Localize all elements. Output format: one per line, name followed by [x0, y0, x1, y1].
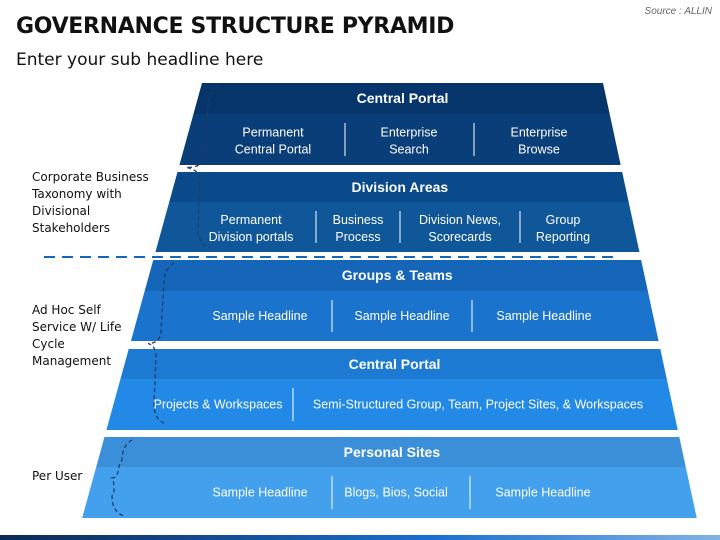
tier-3-cell-text: Sample Headline — [212, 309, 307, 323]
tier-4-cell-text: Projects & Workspaces — [154, 398, 283, 412]
tier-1-cell-text: Permanent — [242, 126, 304, 140]
tier-5-cell-text: Sample Headline — [495, 486, 590, 500]
tier-1-cell-text: Browse — [518, 143, 560, 157]
tier-2-cell-text: Business — [333, 213, 384, 227]
tier-5-body-band — [82, 467, 697, 518]
tier-3-body-band — [130, 291, 659, 341]
tier-2-title: Division Areas — [351, 179, 448, 195]
tier-3-cell-text: Sample Headline — [354, 309, 449, 323]
tier-3-cell-text: Sample Headline — [496, 309, 591, 323]
brace-corporate — [185, 86, 219, 249]
tier-1-body-band — [179, 114, 621, 165]
tier-5-cell-text: Blogs, Bios, Social — [344, 486, 448, 500]
tier-4-title: Central Portal — [349, 356, 441, 372]
tier-2-body-band — [155, 202, 640, 252]
tier-2-cell-text: Scorecards — [428, 230, 491, 244]
tier-2-cell-text: Reporting — [536, 230, 590, 244]
tier-4-body-band — [106, 379, 678, 430]
page-title: GOVERNANCE STRUCTURE PYRAMID — [16, 14, 455, 39]
tier-1-header-band — [193, 83, 610, 114]
tier-1-cell-text: Search — [389, 143, 429, 157]
tier-2-cell-text: Process — [335, 230, 380, 244]
tier-3-header-band — [144, 260, 648, 291]
source-note: Source : ALLIN — [644, 6, 712, 17]
tier-1-cell-text: Enterprise — [511, 126, 568, 140]
brace-adhoc — [147, 262, 175, 425]
tier-4-cell-text: Semi-Structured Group, Team, Project Sit… — [313, 398, 643, 412]
tier-2-cell-text: Group — [546, 213, 581, 227]
side-label-per-user: Per User — [32, 469, 83, 483]
tier-1-cell-text: Central Portal — [235, 143, 311, 157]
tier-5-header-band — [96, 437, 686, 467]
tier-5-title: Personal Sites — [344, 444, 441, 460]
side-label-adhoc: Ad Hoc Self Service W/ Life Cycle Manage… — [32, 303, 122, 368]
tier-2-header-band — [169, 172, 629, 202]
tier-2-cell-text: Division portals — [209, 230, 294, 244]
tier-1-cell-text: Enterprise — [381, 126, 438, 140]
brace-per-user — [110, 439, 133, 517]
tier-5-cell-text: Sample Headline — [212, 486, 307, 500]
tier-1-title: Central Portal — [357, 90, 449, 106]
tier-3-title: Groups & Teams — [342, 267, 453, 283]
page-subtitle: Enter your sub headline here — [16, 50, 264, 70]
tier-2-cell-text: Permanent — [220, 213, 282, 227]
bottom-accent-bar — [0, 535, 720, 540]
side-label-corporate: Corporate Business Taxonomy with Divisio… — [32, 170, 149, 235]
tier-4-header-band — [120, 349, 667, 379]
tier-2-cell-text: Division News, — [419, 213, 501, 227]
